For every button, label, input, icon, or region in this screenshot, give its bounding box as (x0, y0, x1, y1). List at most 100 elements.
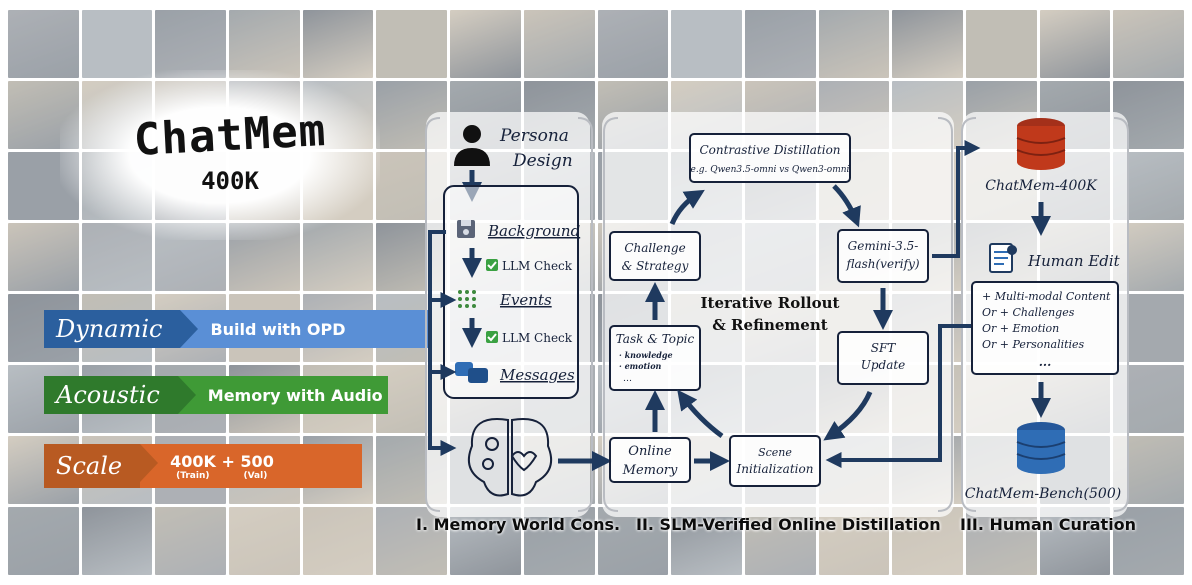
logo-subtitle: 400K (201, 167, 259, 195)
center-label-line-1: Iterative Rollout (701, 294, 840, 312)
train-note: (Train) (176, 470, 210, 481)
photo-tile (597, 10, 669, 78)
photo-tile (818, 10, 890, 78)
feature-label: Build with OPD (180, 310, 429, 348)
photo-tile (450, 507, 521, 575)
check-icon (486, 259, 498, 271)
edit-option: Or + Personalities (982, 338, 1085, 351)
feedback-arrow (825, 324, 972, 468)
photo-tile (81, 507, 153, 575)
scene-initialization-box (729, 435, 821, 487)
photo-tile (965, 507, 1037, 575)
photo-tile (671, 507, 742, 575)
photo-tile (81, 10, 153, 78)
photo-tile (744, 10, 816, 78)
background-label: Background (487, 222, 580, 240)
photo-tile (892, 10, 963, 78)
edit-option: + Multi-modal Content (982, 290, 1111, 303)
gemini-line-2: flash(verify) (845, 257, 919, 271)
photo-tile (302, 10, 374, 78)
photo-tile (155, 10, 227, 78)
photo-tile (892, 507, 963, 575)
stage3-title: III. Human Curation (960, 515, 1137, 534)
photo-tile (302, 507, 374, 575)
task-bullet: · knowledge (619, 350, 673, 360)
edit-option: Or + Challenges (982, 306, 1075, 319)
edit-option: Or + Emotion (982, 322, 1059, 335)
photo-tile (376, 507, 448, 575)
online-line-2: Memory (622, 463, 678, 478)
center-label-line-2: & Refinement (712, 316, 827, 334)
photo-tile (1113, 507, 1184, 575)
challenge-line-2: & Strategy (622, 259, 689, 273)
panel-brackets (425, 117, 1129, 512)
stage1-title: I. Memory World Cons. (416, 515, 621, 534)
val-note: (Val) (243, 470, 268, 481)
feature-banner-dynamic: Dynamic Build with OPD (44, 310, 429, 348)
photo-tile (744, 507, 816, 575)
contrastive-distillation-box (689, 133, 851, 183)
edit-options-box (971, 281, 1119, 375)
design-label: Design (512, 151, 573, 171)
check-icon (486, 331, 498, 343)
logo-glow (60, 70, 380, 240)
feature-tag: Scale (44, 444, 159, 488)
photo-tile (229, 10, 300, 78)
photo-tile (523, 507, 595, 575)
sft-line-2: Update (861, 358, 906, 372)
photo-tile (376, 10, 448, 78)
photo-tile (1039, 507, 1111, 575)
sft-line-1: SFT (871, 341, 897, 355)
photo-tile (818, 507, 890, 575)
photo-tile (450, 10, 521, 78)
feature-label: Memory with Audio (177, 376, 388, 414)
messages-label: Messages (499, 366, 575, 384)
dataset-label: ChatMem-400K (985, 178, 1098, 194)
bench-label: ChatMem-Bench(500) (965, 486, 1121, 502)
database-icon-bottom (1016, 422, 1066, 474)
gemini-verify-box (837, 229, 929, 283)
task-bullet: … (623, 374, 632, 384)
more-dots: ... (1039, 355, 1052, 369)
feature-banner-acoustic: Acoustic Memory with Audio (44, 376, 388, 414)
photo-tile (229, 507, 300, 575)
feature-banner-scale: Scale 400K + 500 (Train) (Val) (44, 444, 363, 488)
scene-line-1: Scene (758, 446, 792, 459)
photo-tile (1039, 10, 1111, 78)
photo-tile (1113, 10, 1184, 78)
photo-tile (8, 10, 79, 78)
sft-update-box (837, 331, 929, 385)
challenge-strategy-box (609, 231, 701, 281)
database-icon-top (1016, 118, 1066, 170)
events-dots-icon (458, 290, 476, 308)
feature-scale-block: 400K + 500 (Train) (Val) (140, 444, 363, 488)
stage2-arrows (645, 184, 893, 471)
stage2-title: II. SLM-Verified Online Distillation (636, 515, 941, 534)
feature-tag: Acoustic (44, 376, 196, 414)
online-line-1: Online (628, 444, 672, 459)
llm-check-label-1: LLM Check (502, 259, 573, 273)
llm-check-label-2: LLM Check (502, 331, 573, 345)
contrastive-title: Contrastive Distillation (699, 143, 840, 157)
human-edit-label: Human Edit (1027, 252, 1121, 270)
persona-icon (454, 125, 490, 166)
document-edit-icon (989, 243, 1017, 273)
feature-label: 400K + 500 (170, 451, 274, 471)
brain-icon (468, 418, 552, 497)
photo-tile (671, 10, 742, 78)
contrastive-subtitle: e.g. Qwen3.5-omni vs Qwen3-omni (691, 165, 850, 175)
photo-tile (965, 10, 1037, 78)
feature-tag: Dynamic (44, 310, 199, 348)
scene-line-2: Initialization (736, 462, 814, 476)
flow-arrow (428, 230, 457, 456)
gemini-line-1: Gemini-3.5- (848, 239, 919, 253)
photo-tile (155, 507, 227, 575)
chatmem-logo: ChatMem 400K (90, 105, 370, 195)
persona-label: Persona (499, 126, 569, 146)
disk-icon (457, 220, 475, 238)
online-memory-box (609, 437, 691, 483)
challenge-line-1: Challenge (624, 241, 685, 255)
photo-tile (8, 507, 79, 575)
chat-bubbles-icon (455, 362, 488, 383)
